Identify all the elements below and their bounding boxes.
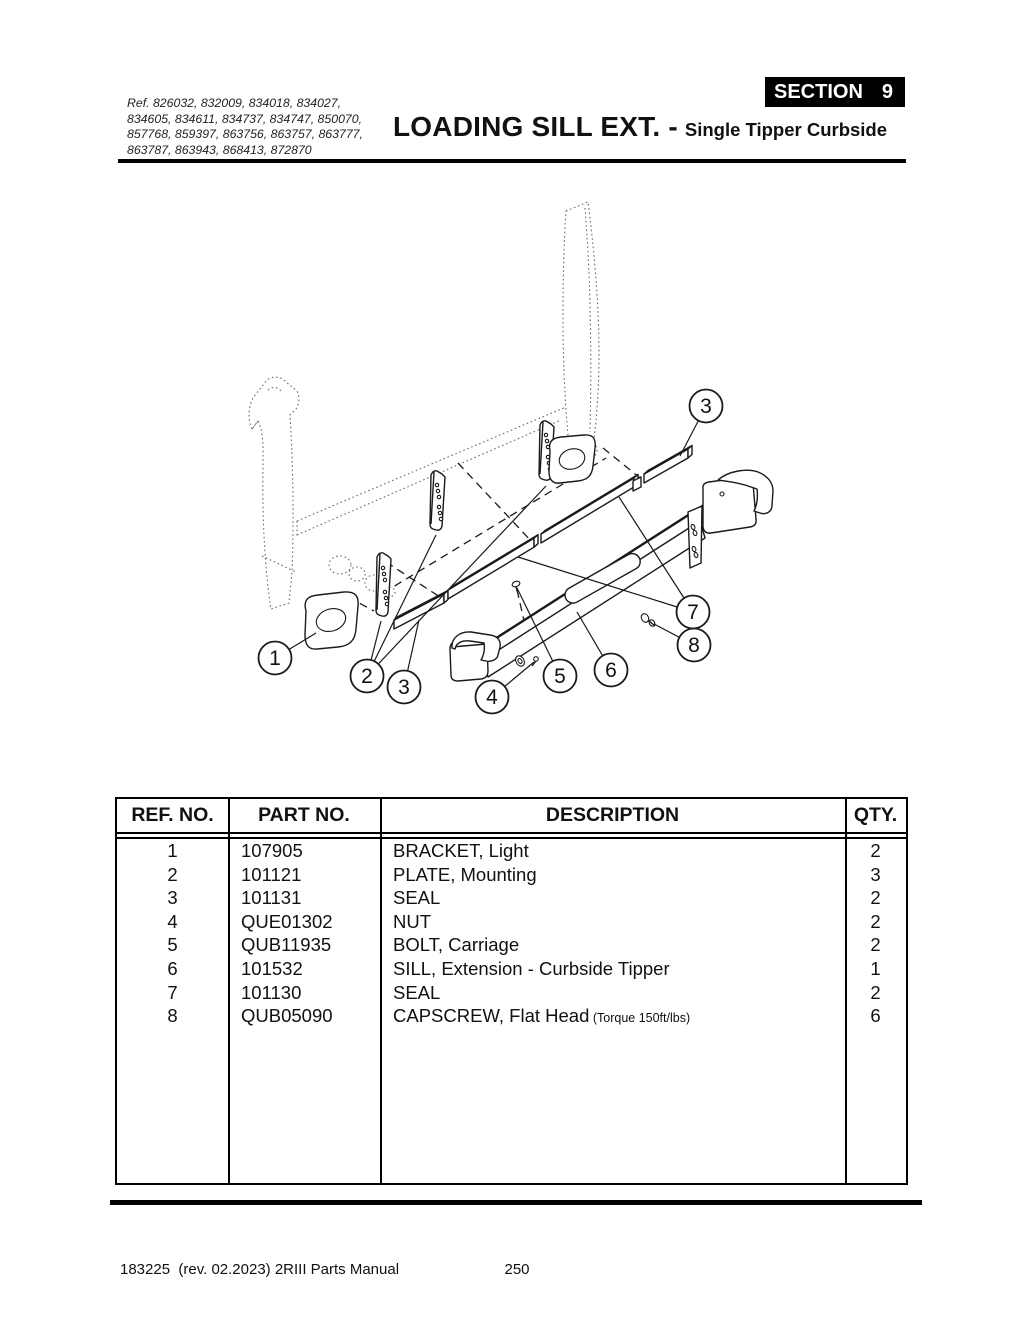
cell-description: BOLT, Carriage xyxy=(393,934,520,956)
section-badge-number: 9 xyxy=(881,80,893,103)
cell-description: PLATE, Mounting xyxy=(393,863,537,885)
cell-ref-no: 2 xyxy=(167,863,178,885)
callout-number-1: 1 xyxy=(269,647,281,670)
callout-circle-5 xyxy=(542,658,578,694)
cell-qty: 2 xyxy=(870,887,881,909)
cell-qty: 2 xyxy=(870,910,881,932)
page-title: LOADING SILL EXT. - Single Tipper Curbsi… xyxy=(393,111,933,143)
callout-circle-2 xyxy=(349,658,385,694)
cell-ref-no: 1 xyxy=(167,840,178,861)
exploded-view-diagram: 1 2 3 4 5 6 7 8 3 xyxy=(230,190,790,735)
diagram-svg: 1 2 3 4 5 6 7 8 3 xyxy=(248,201,774,715)
column-header-part: PART NO. xyxy=(258,804,350,826)
column-header-description: DESCRIPTION xyxy=(545,804,680,826)
column-divider xyxy=(845,799,847,1183)
column-header-qty: QTY. xyxy=(853,804,898,826)
callout-number-5: 5 xyxy=(554,665,566,688)
callout-leader-7 xyxy=(618,496,694,613)
mounting-plate-left xyxy=(375,552,392,617)
cell-ref-no: 3 xyxy=(167,887,178,909)
cell-qty: 6 xyxy=(870,1005,881,1027)
callout-circle-3 xyxy=(688,388,724,424)
light-bracket-lower xyxy=(304,591,359,650)
carriage-bolt-foot xyxy=(515,655,525,667)
cell-description: SEAL xyxy=(393,887,441,909)
footer-manual-info: 183225 (rev. 02.2023) 2RIII Parts Manual xyxy=(120,1261,400,1278)
footer-rule xyxy=(110,1200,922,1205)
header-double-rule xyxy=(117,832,906,839)
callout-number-6: 6 xyxy=(605,659,617,682)
section-badge: SECTION 9 xyxy=(765,77,905,107)
seal-strip-upper xyxy=(632,444,693,492)
callout-leader-7 xyxy=(517,556,694,613)
callout-layer: 1 2 3 4 5 6 7 8 3 xyxy=(257,388,724,715)
carriage-bolt-head xyxy=(511,580,521,592)
callout-number-8: 8 xyxy=(688,634,700,657)
callout-circle-1 xyxy=(257,640,293,676)
cell-qty: 3 xyxy=(870,863,881,885)
cell-part-no: 101130 xyxy=(241,981,302,1003)
mounting-plate-middle xyxy=(429,470,446,531)
light-bracket-upper xyxy=(548,434,596,484)
seal-strip-long xyxy=(447,473,639,600)
header-rule xyxy=(118,159,906,163)
cell-qty: 1 xyxy=(870,957,881,979)
cell-ref-no: 7 xyxy=(167,981,178,1003)
cell-part-no: QUB11935 xyxy=(241,934,332,956)
callout-circle-4 xyxy=(474,679,510,715)
section-badge-label: SECTION xyxy=(774,80,863,103)
description-note: (Torque 150ft/lbs) xyxy=(589,1011,691,1026)
cell-ref-no: 8 xyxy=(167,1005,178,1027)
callout-circle-6 xyxy=(593,652,629,688)
callout-circle-3 xyxy=(386,669,422,705)
cell-ref-no: 6 xyxy=(167,957,178,979)
truck-body-outline xyxy=(248,201,600,610)
cell-qty: 2 xyxy=(870,840,881,861)
footer-page-number: 250 xyxy=(504,1261,530,1278)
cell-part-no: QUB05090 xyxy=(241,1005,333,1027)
column-divider xyxy=(380,799,382,1183)
cell-ref-no: 5 xyxy=(167,934,178,956)
callout-circle-8 xyxy=(676,627,712,663)
callout-number-4: 4 xyxy=(486,686,498,709)
callout-number-3: 3 xyxy=(700,395,712,418)
cell-part-no: QUE01302 xyxy=(241,910,333,932)
cell-part-no: 107905 xyxy=(241,840,303,861)
reference-numbers: Ref. 826032, 832009, 834018, 834027, 834… xyxy=(127,96,363,157)
cell-part-no: 101131 xyxy=(241,887,302,909)
callout-number-3: 3 xyxy=(398,676,410,699)
cell-description: NUT xyxy=(393,910,432,932)
callout-leader-2 xyxy=(366,534,437,677)
column-header-ref: REF. NO. xyxy=(131,804,214,826)
seal-strip-lower xyxy=(393,589,449,630)
flat-head-capscrew xyxy=(640,613,656,627)
cell-ref-no: 4 xyxy=(167,910,178,932)
callout-number-2: 2 xyxy=(361,665,373,688)
cell-description: BRACKET, Light xyxy=(393,840,529,861)
cell-qty: 2 xyxy=(870,934,881,956)
column-divider xyxy=(228,799,230,1183)
table-header-row: REF. NO. PART NO. DESCRIPTION QTY. xyxy=(117,799,906,832)
cell-description: CAPSCREW, Flat Head (Torque 150ft/lbs) xyxy=(393,1005,691,1027)
cell-description: SEAL xyxy=(393,981,441,1003)
cell-qty: 2 xyxy=(870,981,881,1003)
hidden-edge-lines xyxy=(347,447,641,652)
sill-extension xyxy=(449,469,774,682)
cell-part-no: 101532 xyxy=(241,957,303,979)
page-title-main: LOADING SILL EXT. - xyxy=(393,111,678,142)
page-title-subtitle: Single Tipper Curbside xyxy=(684,119,888,140)
parts-table: REF. NO. PART NO. DESCRIPTION QTY. 1 1079… xyxy=(115,797,908,1185)
cell-part-no: 101121 xyxy=(241,863,302,885)
cell-description: SILL, Extension - Curbside Tipper xyxy=(393,957,670,979)
callout-number-7: 7 xyxy=(687,601,699,624)
nut-fastener xyxy=(531,656,539,667)
callout-leader-2 xyxy=(366,485,547,677)
